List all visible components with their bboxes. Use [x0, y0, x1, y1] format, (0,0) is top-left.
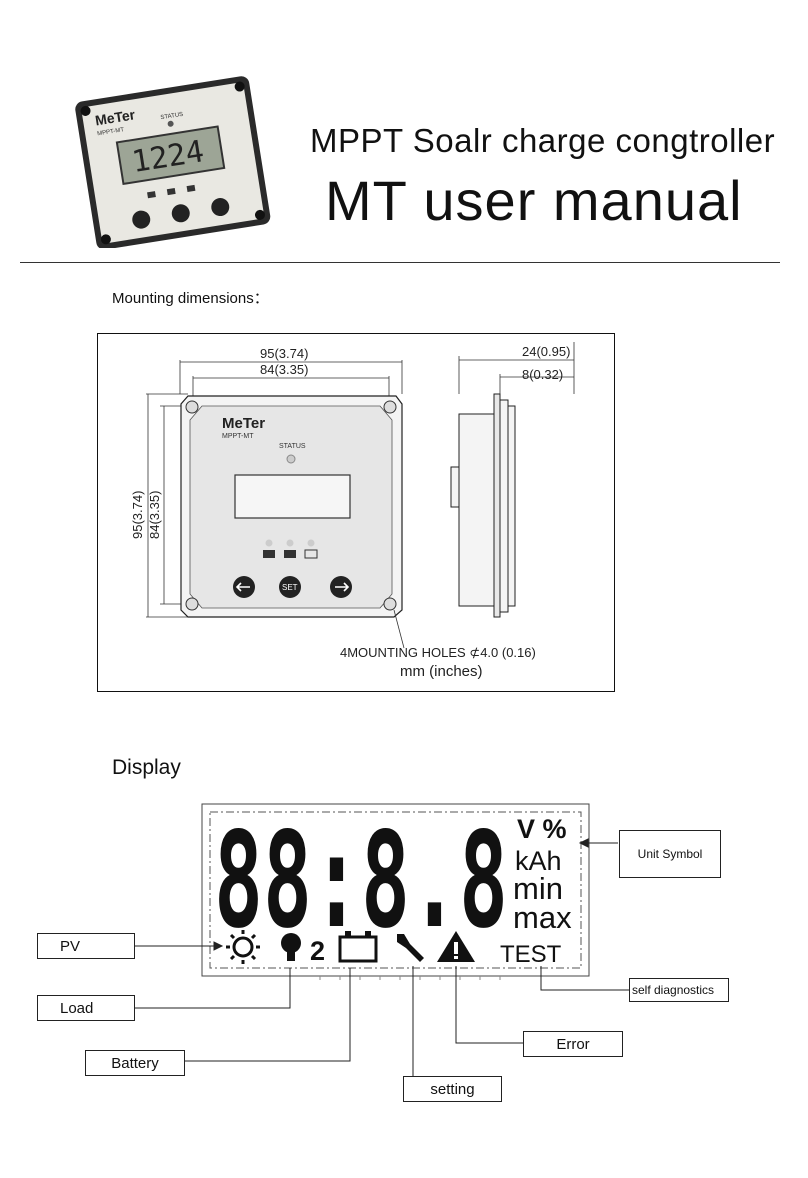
- photo-model: MPPT-MT: [97, 127, 125, 137]
- callout-load: Load: [37, 995, 135, 1021]
- battery-number: 2: [310, 936, 325, 966]
- mounting-drawing: 95(3.74) 84(3.35) 95(3.74) 84(3.35) MeTe…: [97, 333, 615, 692]
- lcd-display-diagram: 88:8.8 V % kAh min max 2 TEST: [37, 803, 729, 1102]
- header-divider: [20, 262, 780, 263]
- photo-brand: MeTer: [94, 106, 137, 128]
- lcd-digit-display: 88:8.8: [214, 804, 508, 958]
- title-line2: MT user manual: [325, 169, 743, 232]
- dim-depth-total: 24(0.95): [522, 344, 570, 359]
- callout-pv: PV: [37, 933, 135, 959]
- display-label: Display: [112, 756, 181, 779]
- dim-width-outer: 95(3.74): [260, 346, 308, 361]
- callout-battery: Battery: [85, 1050, 185, 1076]
- dim-depth-flange: 8(0.32): [522, 367, 563, 382]
- dim-height-outer: 95(3.74): [130, 491, 145, 539]
- error-warning-icon: [437, 931, 475, 962]
- mounting-dimensions-label: Mounting dimensions：: [112, 290, 269, 307]
- unit-max: max: [513, 900, 572, 935]
- pv-sun-icon: [226, 930, 260, 964]
- photo-status: STATUS: [160, 112, 183, 121]
- unit-v-percent: V %: [517, 814, 567, 844]
- panel-set-button: SET: [282, 583, 298, 592]
- callout-error: Error: [523, 1031, 623, 1057]
- dim-width-inner: 84(3.35): [260, 362, 308, 377]
- lcd-digits: 88:8.8: [214, 804, 508, 958]
- mounting-drawing-svg: 95(3.74) 84(3.35) 95(3.74) 84(3.35) MeTe…: [130, 342, 575, 680]
- units-note: mm (inches): [400, 663, 483, 680]
- battery-icon: [338, 931, 378, 963]
- dim-height-inner: 84(3.35): [147, 491, 162, 539]
- mounting-holes-note: 4MOUNTING HOLES ⊄4.0 (0.16): [340, 645, 536, 660]
- load-bulb-icon: [281, 933, 301, 961]
- test-indicator: TEST: [500, 941, 562, 968]
- panel-status: STATUS: [279, 443, 306, 450]
- callout-self-diagnostics: self diagnostics: [629, 978, 729, 1002]
- setting-wrench-icon: [397, 934, 424, 962]
- product-photo: MeTer MPPT-MT STATUS 1224: [75, 76, 271, 248]
- panel-brand: MeTer: [222, 415, 265, 432]
- callout-setting: setting: [403, 1076, 502, 1102]
- callout-unit-symbol: Unit Symbol: [619, 830, 721, 878]
- unit-min: min: [513, 871, 563, 906]
- panel-model: MPPT-MT: [222, 433, 254, 440]
- unit-kah: kAh: [515, 846, 562, 876]
- title-line1: MPPT Soalr charge congtroller: [310, 122, 776, 159]
